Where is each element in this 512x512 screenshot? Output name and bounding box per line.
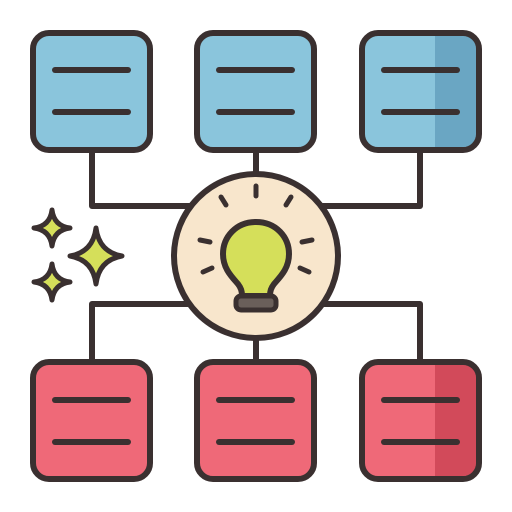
lightbulb-icon: [220, 219, 292, 313]
connector-bottom-left: [89, 301, 199, 365]
connector-lines: [89, 147, 423, 365]
idea-card-top-right: [359, 30, 482, 153]
idea-card-bottom-center: [194, 359, 317, 482]
connector-bottom-right: [313, 301, 423, 365]
idea-card-top-left: [30, 30, 153, 153]
sparkles: [31, 207, 125, 303]
light-rays: [197, 183, 315, 275]
idea-card-top-center: [194, 30, 317, 153]
idea-hub: [171, 171, 341, 341]
sparkle-large-icon: [67, 225, 125, 287]
sparkle-small-top-icon: [31, 207, 73, 249]
top-row: [30, 30, 482, 153]
sparkle-small-bottom-icon: [31, 261, 73, 303]
bottom-row: [30, 359, 482, 482]
connector-top-left: [89, 147, 199, 209]
idea-card-bottom-right: [359, 359, 482, 482]
idea-card-bottom-left: [30, 359, 153, 482]
connector-top-right: [313, 147, 423, 209]
